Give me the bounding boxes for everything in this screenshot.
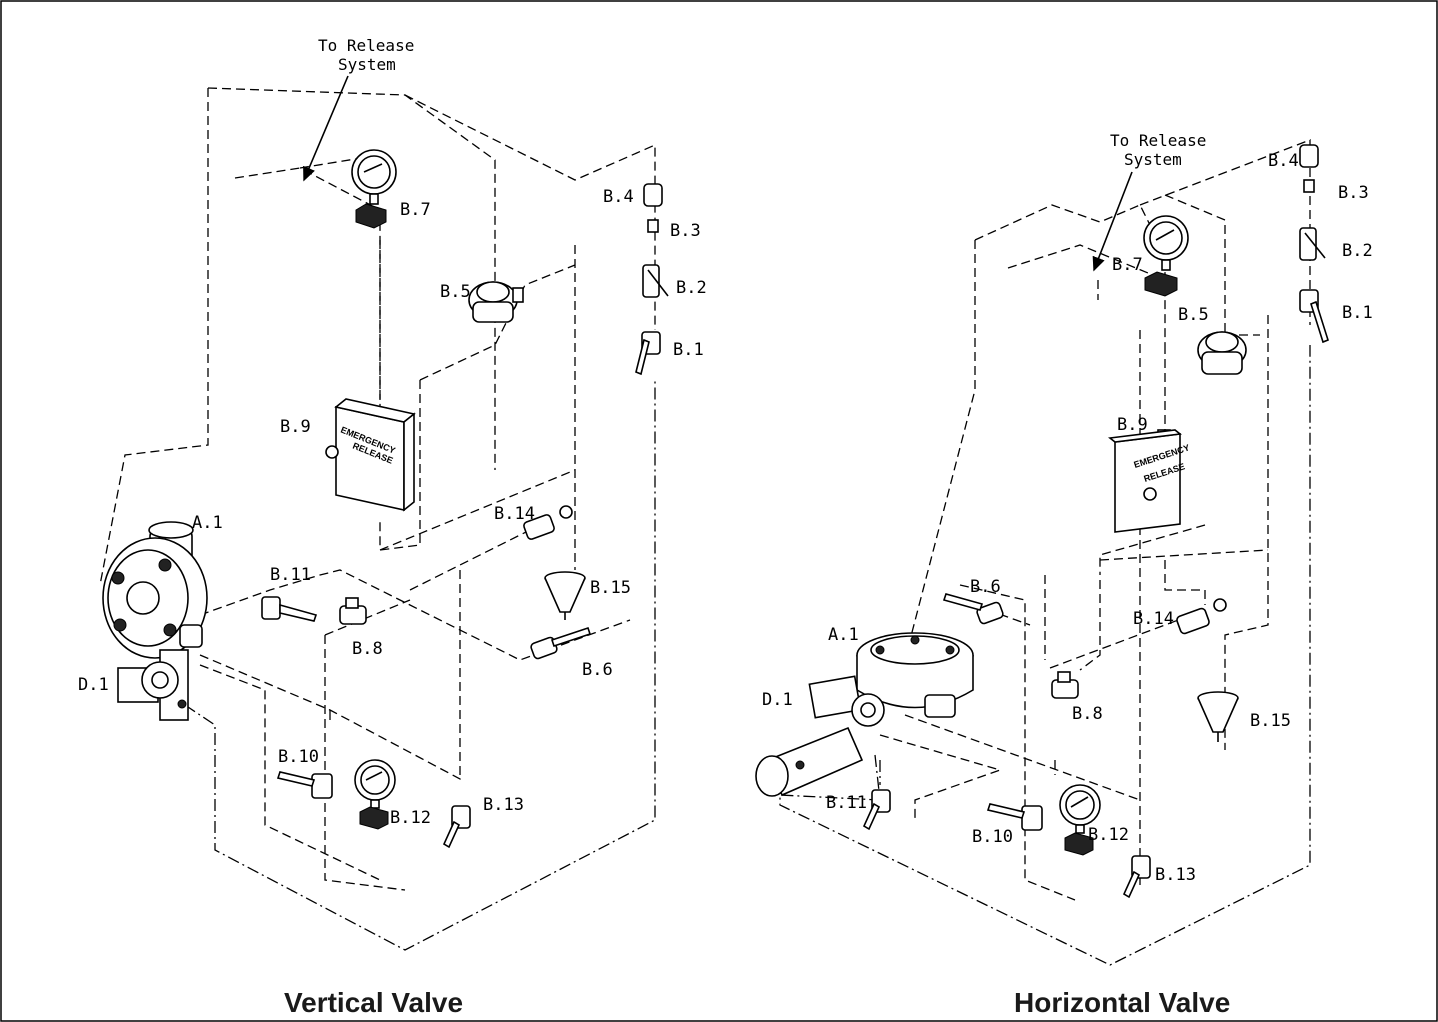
vertical-b9-emergency-release-box: EMERGENCY RELEASE [325, 398, 416, 512]
horizontal-b12-pressure-gauge [1059, 784, 1101, 856]
horizontal-label-d1: D.1 [762, 690, 793, 710]
horizontal-b6-ball-valve [942, 593, 1004, 625]
horizontal-b14-valve [1176, 598, 1227, 635]
horizontal-label-b14: B.14 [1133, 609, 1174, 629]
horizontal-label-b11: B.11 [826, 793, 867, 813]
horizontal-label-b3: B.3 [1338, 183, 1369, 203]
horizontal-label-b7: B.7 [1112, 255, 1143, 275]
vertical-label-b12: B.12 [390, 808, 431, 828]
horizontal-b2-strainer [1299, 227, 1326, 261]
horizontal-valve-caption: Horizontal Valve [1014, 987, 1230, 1018]
vertical-label-b4: B.4 [603, 187, 634, 207]
vertical-label-b13: B.13 [483, 795, 524, 815]
vertical-b2-strainer [642, 264, 669, 298]
horizontal-label-b12: B.12 [1088, 825, 1129, 845]
vertical-label-d1: D.1 [78, 675, 109, 695]
horizontal-label-b6: B.6 [970, 577, 1001, 597]
horizontal-b7-pressure-gauge [1143, 215, 1189, 297]
horizontal-label-b1: B.1 [1342, 303, 1373, 323]
horizontal-valve-diagram: To Release System [755, 131, 1373, 1018]
vertical-label-b5: B.5 [440, 282, 471, 302]
horizontal-d1-component [755, 675, 885, 797]
horizontal-release-note-line1: To Release [1110, 131, 1206, 150]
horizontal-b5-fitting [1197, 331, 1247, 375]
horizontal-label-a1: A.1 [828, 625, 859, 645]
horizontal-b4-fitting [1299, 144, 1319, 168]
vertical-release-note-line2: System [338, 55, 396, 74]
vertical-b12-pressure-gauge [354, 759, 396, 830]
vertical-main-valve [102, 521, 208, 721]
vertical-label-b8: B.8 [352, 639, 383, 659]
horizontal-label-b10: B.10 [972, 827, 1013, 847]
vertical-label-b1: B.1 [673, 340, 704, 360]
vertical-d1-component [117, 661, 187, 709]
horizontal-release-note-line2: System [1124, 150, 1182, 169]
vertical-b8-check-valve [339, 597, 367, 625]
vertical-label-b10: B.10 [278, 747, 319, 767]
vertical-label-b7: B.7 [400, 200, 431, 220]
vertical-b5-fitting [468, 281, 524, 323]
vertical-label-b2: B.2 [676, 278, 707, 298]
horizontal-label-b9: B.9 [1117, 415, 1148, 435]
vertical-label-b11: B.11 [270, 565, 311, 585]
horizontal-b9-emergency-release-box: EMERGENCY RELEASE [1108, 429, 1191, 533]
horizontal-label-b2: B.2 [1342, 241, 1373, 261]
vertical-b11-ball-valve [261, 596, 318, 622]
horizontal-b13-ball-valve [1122, 855, 1151, 899]
horizontal-label-b5: B.5 [1178, 305, 1209, 325]
horizontal-label-b15: B.15 [1250, 711, 1291, 731]
vertical-b6-ball-valve [530, 626, 592, 660]
horizontal-b11-ball-valve [862, 789, 891, 831]
horizontal-main-valve [856, 632, 974, 718]
horizontal-release-arrow [1092, 171, 1133, 272]
vertical-release-arrow [303, 75, 349, 182]
horizontal-label-b13: B.13 [1155, 865, 1196, 885]
horizontal-b8-check-valve [1051, 671, 1079, 699]
vertical-valve-caption: Vertical Valve [284, 987, 463, 1018]
vertical-valve-diagram: To Release System [78, 36, 707, 1018]
vertical-b15-funnel [544, 571, 586, 620]
horizontal-b3-fitting [1303, 179, 1315, 193]
vertical-b14-valve [523, 505, 573, 540]
vertical-b1-ball-valve [635, 331, 661, 376]
horizontal-b15-funnel [1197, 691, 1239, 742]
horizontal-b1-ball-valve [1299, 289, 1329, 344]
vertical-b10-ball-valve [276, 771, 333, 799]
vertical-b4-fitting [643, 183, 663, 207]
vertical-release-note-line1: To Release [318, 36, 414, 55]
horizontal-pipe-lines [779, 139, 1311, 966]
vertical-b3-fitting [647, 219, 659, 233]
horizontal-b10-ball-valve [986, 803, 1043, 831]
vertical-label-b14: B.14 [494, 504, 535, 524]
vertical-label-b3: B.3 [670, 221, 701, 241]
vertical-label-b9: B.9 [280, 417, 311, 437]
vertical-b13-ball-valve [442, 805, 471, 849]
vertical-label-a1: A.1 [192, 513, 223, 533]
vertical-b7-pressure-gauge [351, 149, 397, 229]
horizontal-label-b8: B.8 [1072, 704, 1103, 724]
vertical-label-b15: B.15 [590, 578, 631, 598]
horizontal-label-b4: B.4 [1268, 151, 1299, 171]
vertical-label-b6: B.6 [582, 660, 613, 680]
